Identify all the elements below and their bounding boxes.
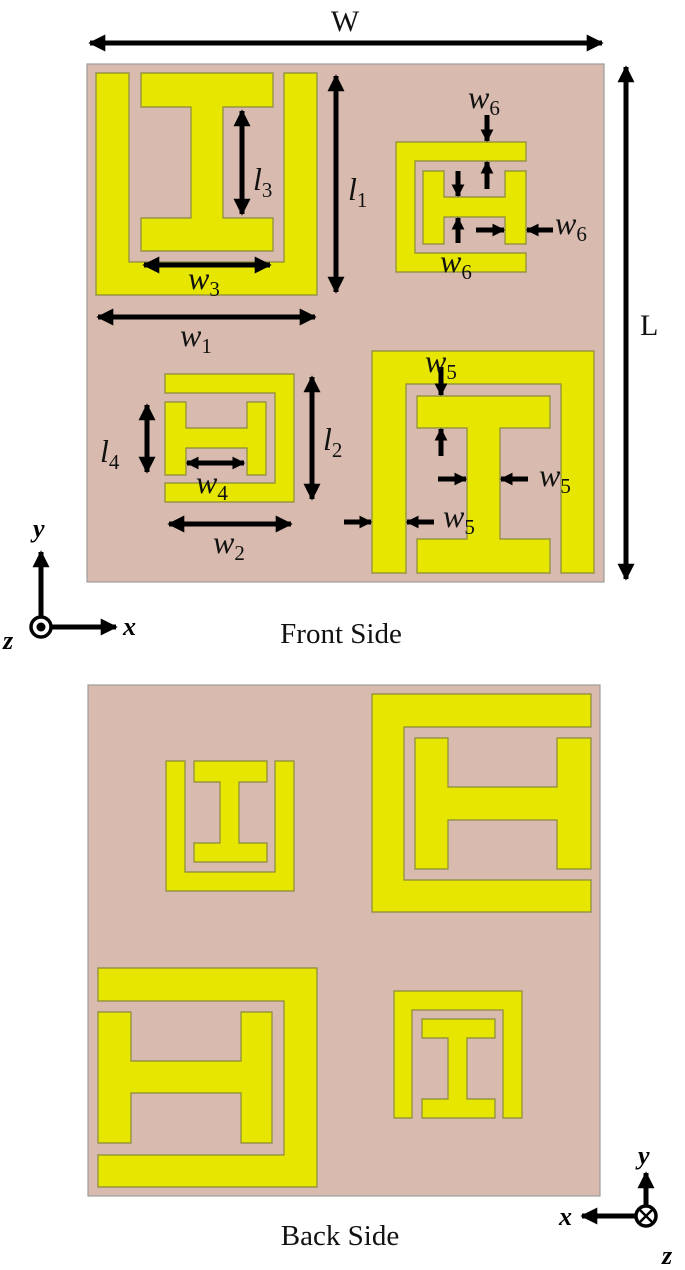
back-coordinate-axes: y x z [558, 1141, 673, 1270]
back-side-caption: Back Side [281, 1220, 399, 1252]
front-resonator-2-inner-h-bar [422, 170, 527, 245]
back-substrate [87, 684, 601, 1197]
label-w3: w3 [188, 260, 220, 301]
back-resonator-3-inner-h-bar [97, 1011, 273, 1144]
label-w5-right: w5 [539, 457, 571, 498]
label-w6-top: w6 [468, 79, 500, 120]
back-y-label: y [635, 1141, 650, 1170]
z-into-cross-icon [639, 1209, 653, 1223]
label-w1: w1 [180, 317, 212, 358]
back-side-panel: Back Side y x z [87, 684, 673, 1270]
label-l1: l1 [348, 171, 367, 212]
label-l2: l2 [323, 421, 342, 462]
back-z-label: z [661, 1241, 673, 1270]
label-w6-right: w6 [555, 205, 587, 246]
label-l4: l4 [100, 433, 120, 474]
label-w4: w4 [196, 464, 228, 505]
front-resonator-1-inner-i-bar [140, 72, 274, 252]
z-out-dot-icon [36, 622, 46, 632]
front-resonator-3-inner-h-bar [164, 401, 267, 476]
back-resonator-4-outer-ring [393, 990, 523, 1119]
label-W: W [331, 5, 360, 38]
back-x-label: x [558, 1202, 572, 1231]
front-side-caption: Front Side [280, 618, 402, 650]
label-l3: l3 [253, 161, 272, 202]
label-w5-bottom: w5 [443, 498, 475, 539]
back-resonator-2-outer-ring [371, 693, 592, 913]
label-w2: w2 [213, 524, 245, 565]
label-L: L [640, 309, 658, 342]
front-resonator-4-inner-i-bar [416, 395, 551, 574]
front-y-label: y [30, 514, 45, 543]
back-resonator-1-inner-i-bar [193, 760, 268, 863]
back-resonator-4-inner-i-bar [421, 1018, 496, 1119]
back-resonator-1-outer-ring [165, 760, 295, 892]
back-resonator-3-outer-ring [97, 967, 318, 1188]
front-side-panel: W L l3 l1 w3 w1 w6 w6 w6 l4 l2 w4 w2 w5 … [2, 5, 658, 655]
front-x-label: x [122, 612, 136, 641]
front-resonator-4-outer-ring [371, 350, 595, 574]
back-resonator-2-inner-h-bar [414, 737, 592, 870]
front-coordinate-axes: y x z [2, 514, 136, 655]
front-resonator-2-outer-ring [395, 141, 527, 273]
label-w5-top: w5 [425, 343, 457, 384]
front-z-label: z [2, 626, 14, 655]
label-w6-bottom: w6 [440, 243, 472, 284]
front-resonator-3-outer-ring [164, 373, 295, 503]
front-resonator-1-outer-ring [95, 72, 318, 296]
